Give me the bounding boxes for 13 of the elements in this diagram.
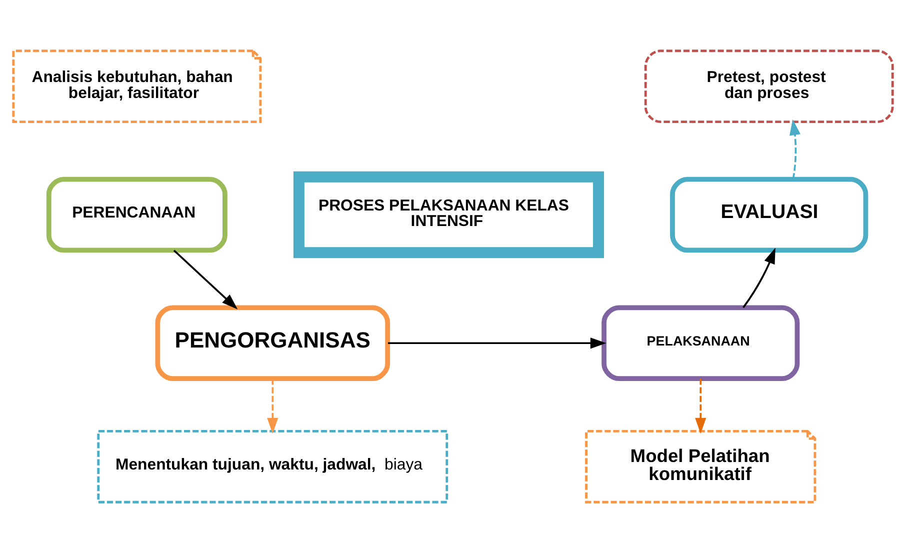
arrow [742,248,776,308]
arrow [789,119,801,180]
node-box: Menentukan tujuan, waktu, jadwal, biaya [97,430,448,504]
node-box: Pretest, postest dan proses [644,50,894,124]
node-box: PROSES PELAKSANAAN KELAS INTENSIF [293,171,604,258]
node-box: PENGORGANISAS [155,305,390,382]
arrow [173,250,238,310]
arrow [695,378,706,434]
node-box: PELAKSANAAN [602,305,800,382]
arrow [388,338,606,349]
node-box: PERENCANAAN [46,176,228,253]
node-box: EVALUASI [670,176,868,253]
arrow [267,378,278,434]
